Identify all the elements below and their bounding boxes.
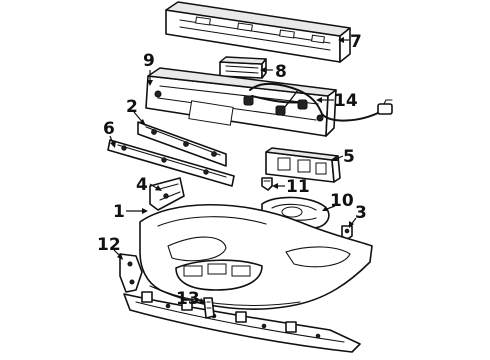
mounting-bracket-upper	[137, 121, 227, 167]
callout-4: 4	[136, 175, 148, 195]
callout-9: 9	[143, 51, 155, 71]
lower-side-bracket	[119, 253, 143, 293]
clip-13	[203, 297, 215, 319]
callout-11: 11	[286, 177, 310, 197]
clip-11	[261, 177, 273, 191]
callout-5: 5	[343, 147, 355, 167]
callout-13: 13	[176, 289, 200, 309]
lower-valance	[123, 291, 361, 353]
callout-3: 3	[355, 203, 367, 223]
mounting-bracket-small	[149, 177, 185, 211]
callout-12: 12	[97, 235, 121, 255]
callout-7: 7	[350, 32, 362, 52]
callout-1: 1	[113, 202, 125, 222]
callout-8: 8	[275, 62, 287, 82]
side-bracket-strip	[107, 139, 235, 187]
callout-10: 10	[330, 191, 354, 211]
callout-14: 14	[334, 91, 358, 111]
clip-3	[341, 225, 353, 241]
absorber-block	[219, 56, 267, 79]
wiring-harness	[243, 83, 393, 122]
callout-6: 6	[103, 119, 115, 139]
leader-lines	[109, 37, 357, 303]
callout-2: 2	[126, 97, 138, 117]
callout-labels: 7 8 9 14 2 6 5 11 4 10 3 1 12 13	[97, 32, 367, 309]
bumper-fascia	[139, 203, 373, 310]
reinforcement-bar	[165, 1, 351, 63]
energy-absorber	[145, 67, 337, 137]
support-panel	[265, 147, 341, 183]
